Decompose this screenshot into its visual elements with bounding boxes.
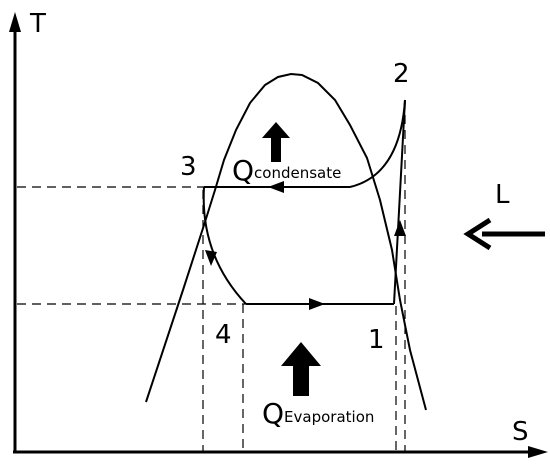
heat-arrows [262, 122, 321, 396]
expansion-curve [202, 186, 247, 305]
y-axis-label: T [29, 9, 46, 39]
cycle [202, 99, 406, 305]
arrow-evaporation-right [309, 298, 325, 310]
arrow-compression-up [394, 220, 406, 236]
work-input: L [463, 180, 545, 251]
saturation-dome [145, 72, 427, 411]
point-label-3: 3 [180, 152, 197, 182]
point-label-1: 1 [368, 325, 385, 355]
q-condensate-main: Q [232, 154, 254, 187]
q-condensate-label: Qcondensate [232, 154, 341, 187]
q-evaporation-label: QEvaporation [262, 397, 374, 430]
work-label: L [495, 180, 510, 210]
point-label-2: 2 [393, 59, 410, 89]
arrow-expansion-down [205, 250, 217, 266]
dashed-guides [17, 100, 406, 452]
x-axis-arrowhead [528, 446, 548, 458]
point-label-4: 4 [215, 320, 232, 350]
q-evaporation-main: Q [262, 397, 284, 430]
q-evaporation-sub: Evaporation [284, 408, 374, 426]
y-axis-arrowhead [9, 12, 21, 32]
q-evaporation-arrow [281, 342, 321, 396]
desuperheat-curve [349, 99, 406, 188]
arrow-condensation-left [268, 181, 284, 193]
flow-arrows [205, 181, 406, 310]
x-axis-label: S [512, 417, 529, 447]
point-labels: 1 2 3 4 [180, 59, 410, 355]
q-condensate-arrow [262, 122, 290, 162]
q-condensate-sub: condensate [254, 164, 341, 182]
work-arrow-head [463, 217, 492, 251]
axes: T S [9, 9, 548, 458]
compression-line [393, 99, 406, 305]
